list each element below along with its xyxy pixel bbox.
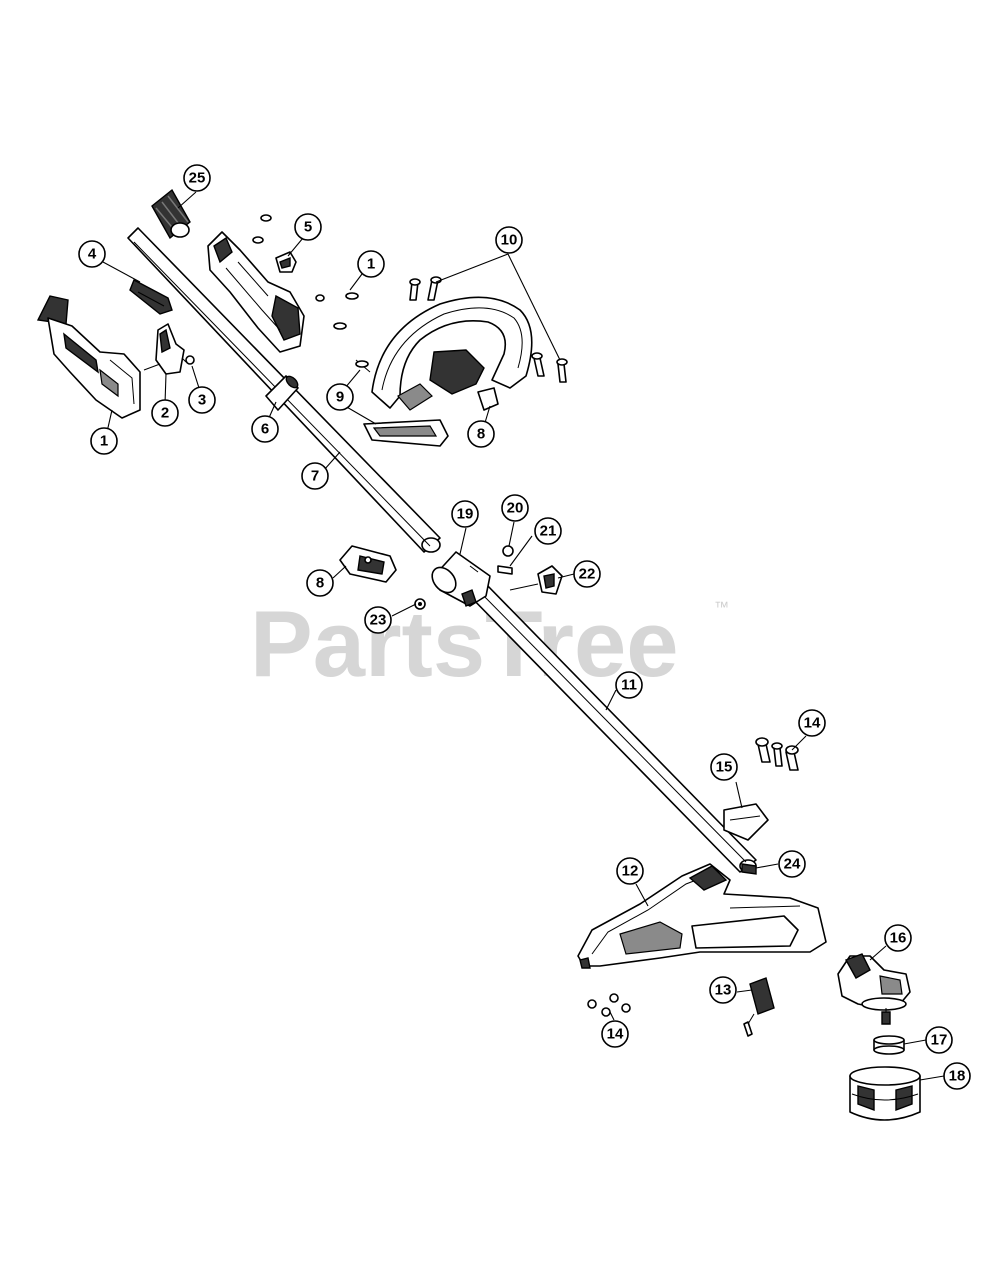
callout-25: 25 bbox=[183, 164, 211, 192]
svg-text:16: 16 bbox=[890, 930, 907, 947]
callout-19: 19 bbox=[451, 500, 479, 528]
callout-18: 18 bbox=[943, 1062, 971, 1090]
assist-handle-screws bbox=[409, 276, 568, 383]
svg-text:15: 15 bbox=[716, 759, 733, 776]
callout-24: 24 bbox=[778, 850, 806, 878]
guard-bracket bbox=[723, 803, 769, 841]
callout-14-top: 14 bbox=[798, 709, 826, 737]
svg-text:19: 19 bbox=[457, 506, 474, 523]
svg-text:14: 14 bbox=[607, 1026, 624, 1043]
callout-2: 2 bbox=[151, 399, 179, 427]
svg-text:12: 12 bbox=[622, 863, 639, 880]
svg-text:8: 8 bbox=[316, 575, 324, 592]
svg-text:13: 13 bbox=[715, 982, 732, 999]
svg-text:17: 17 bbox=[931, 1032, 948, 1049]
callout-7: 7 bbox=[301, 462, 329, 490]
callout-11: 11 bbox=[615, 671, 643, 699]
callout-3: 3 bbox=[188, 386, 216, 414]
svg-text:1: 1 bbox=[100, 433, 108, 450]
callout-10: 10 bbox=[495, 226, 523, 254]
callout-15: 15 bbox=[710, 753, 738, 781]
svg-text:7: 7 bbox=[311, 468, 319, 485]
svg-text:11: 11 bbox=[621, 677, 637, 694]
spool-spacer bbox=[873, 1035, 905, 1055]
coupler-pin bbox=[497, 565, 513, 575]
callout-21: 21 bbox=[534, 517, 562, 545]
callout-4: 4 bbox=[78, 240, 106, 268]
coupler-knob bbox=[509, 565, 563, 595]
partstree-watermark: PartsTree bbox=[250, 591, 679, 696]
shaft-clamp bbox=[339, 545, 397, 583]
clamp-nut bbox=[414, 598, 426, 610]
svg-text:20: 20 bbox=[507, 500, 524, 517]
callout-5: 5 bbox=[294, 213, 322, 241]
svg-text:25: 25 bbox=[189, 170, 206, 187]
svg-text:4: 4 bbox=[88, 246, 97, 263]
callout-1-bottom: 1 bbox=[90, 427, 118, 455]
trademark-symbol: ™ bbox=[714, 599, 729, 616]
svg-text:6: 6 bbox=[261, 421, 269, 438]
coupler-nut bbox=[502, 545, 514, 557]
svg-text:9: 9 bbox=[336, 389, 344, 406]
trimmer-spool bbox=[849, 1066, 921, 1121]
assist-handle-clamp bbox=[355, 359, 449, 447]
svg-text:3: 3 bbox=[198, 392, 206, 409]
callout-14-bottom: 14 bbox=[601, 1020, 629, 1048]
handle-left-half bbox=[36, 295, 141, 419]
callout-20: 20 bbox=[501, 494, 529, 522]
svg-text:21: 21 bbox=[540, 523, 557, 540]
callout-9: 9 bbox=[326, 383, 354, 411]
callout-8-top: 8 bbox=[467, 420, 495, 448]
svg-text:5: 5 bbox=[304, 219, 312, 236]
trigger bbox=[143, 323, 185, 375]
callout-16: 16 bbox=[884, 924, 912, 952]
bracket-screws bbox=[755, 737, 799, 771]
svg-text:24: 24 bbox=[784, 856, 801, 873]
trimmer-guard bbox=[577, 863, 827, 969]
line-cutter-blade bbox=[743, 977, 775, 1037]
callout-6: 6 bbox=[251, 415, 279, 443]
shaft-clip bbox=[741, 863, 757, 875]
svg-text:14: 14 bbox=[804, 715, 821, 732]
trigger-lock-spring bbox=[129, 279, 173, 315]
assist-handle bbox=[371, 296, 533, 411]
shaft-coupler bbox=[431, 551, 491, 607]
trigger-spring bbox=[181, 355, 195, 365]
svg-text:8: 8 bbox=[477, 426, 485, 443]
callout-13: 13 bbox=[709, 976, 737, 1004]
callout-8-middle: 8 bbox=[306, 569, 334, 597]
guard-nuts bbox=[587, 993, 631, 1017]
callout-22: 22 bbox=[573, 560, 601, 588]
handle-screws bbox=[252, 214, 359, 330]
svg-text:22: 22 bbox=[579, 566, 596, 583]
svg-text:2: 2 bbox=[161, 405, 169, 422]
callout-23: 23 bbox=[364, 606, 392, 634]
callout-12: 12 bbox=[616, 857, 644, 885]
callout-17: 17 bbox=[925, 1026, 953, 1054]
svg-text:18: 18 bbox=[949, 1068, 966, 1085]
handle-right-half bbox=[207, 231, 305, 353]
callout-1-top: 1 bbox=[357, 250, 385, 278]
svg-text:23: 23 bbox=[370, 612, 387, 629]
svg-text:10: 10 bbox=[501, 232, 518, 249]
svg-text:1: 1 bbox=[367, 256, 375, 273]
drive-head bbox=[837, 953, 911, 1025]
switch bbox=[275, 251, 297, 273]
grip-sleeve bbox=[151, 188, 191, 240]
